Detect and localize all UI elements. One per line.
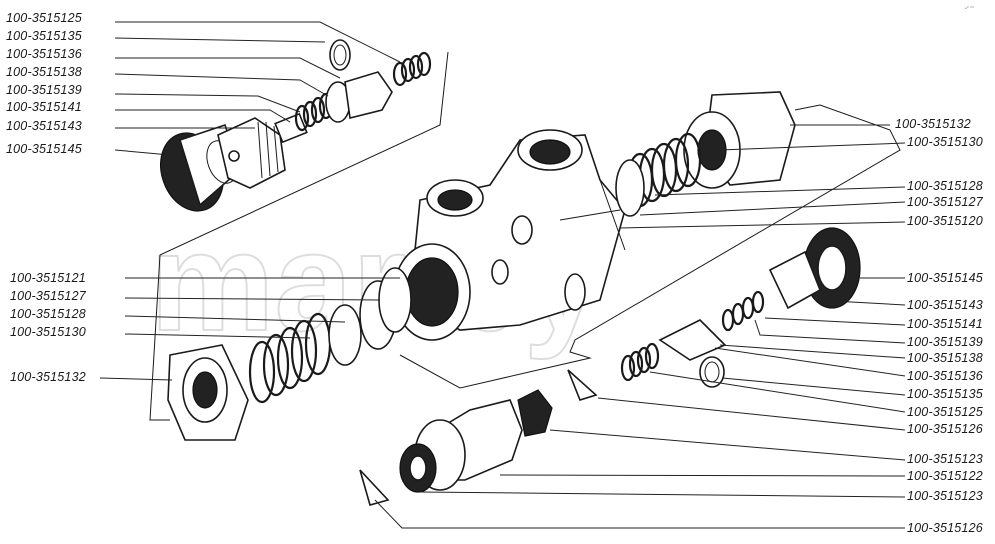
part-label: 100-3515143 — [6, 119, 82, 133]
corner-note: •° °° — [965, 6, 974, 12]
part-label: 100-3515135 — [907, 387, 983, 401]
part-label: 100-3515132 — [10, 370, 86, 384]
part-label: 100-3515121 — [10, 271, 86, 285]
upper-right-cap-group — [615, 91, 796, 217]
part-label: 100-3515126 — [907, 521, 983, 535]
part-label: 100-3515145 — [907, 271, 983, 285]
part-label: 100-3515125 — [6, 11, 82, 25]
part-label: 100-3515130 — [10, 325, 86, 339]
upper-left-valve-group — [160, 39, 432, 212]
labels-left-top: 100-3515125 100-3515135 100-3515136 100-… — [6, 11, 82, 156]
part-label: 100-3515138 — [907, 351, 983, 365]
housing-143-right — [768, 250, 822, 310]
spring-139-right — [721, 290, 765, 332]
lower-left-cap-group — [167, 267, 412, 441]
part-label: 100-3515145 — [6, 142, 82, 156]
part-label: 100-3515143 — [907, 298, 983, 312]
part-label: 100-3515120 — [907, 214, 983, 228]
part-label: 100-3515126 — [907, 422, 983, 436]
part-label: 100-3515128 — [907, 179, 983, 193]
labels-right: 100-3515132 100-3515130 100-3515128 100-… — [895, 117, 984, 535]
clip-126-lower — [359, 469, 390, 506]
part-label: 100-3515122 — [907, 469, 983, 483]
nut-123 — [517, 389, 553, 437]
ring-135-upper — [329, 39, 351, 71]
clip-126-upper — [567, 369, 598, 401]
lower-plug-group — [359, 369, 598, 506]
part-label: 100-3515139 — [6, 83, 82, 97]
spring-139-upper — [294, 92, 334, 132]
part-label: 100-3515135 — [6, 29, 82, 43]
part-label: 100-3515127 — [907, 195, 984, 209]
ring-128-upper — [615, 159, 645, 217]
assembly-frame — [149, 51, 901, 421]
spring-125-right — [620, 342, 660, 382]
right-valve-group — [620, 227, 861, 388]
rod-141-upper — [274, 112, 308, 144]
part-label: 100-3515138 — [6, 65, 82, 79]
part-label: 100-3515132 — [895, 117, 971, 131]
body-136-right — [658, 319, 727, 361]
part-label: 100-3515123 — [907, 452, 983, 466]
part-label: 100-3515141 — [907, 317, 983, 331]
part-label: 100-3515141 — [6, 100, 82, 114]
body-136-upper — [344, 71, 393, 119]
part-label: 100-3515136 — [6, 47, 82, 61]
part-label: 100-3515130 — [907, 135, 983, 149]
labels-left-bottom: 100-3515121 100-3515127 100-3515128 100-… — [10, 271, 87, 384]
leader-lines — [99, 21, 906, 529]
part-label: 100-3515136 — [907, 369, 983, 383]
part-label: 100-3515125 — [907, 405, 983, 419]
ring-135-right — [699, 356, 725, 388]
part-label: 100-3515123 — [907, 489, 983, 503]
ring-128-lower — [328, 304, 362, 366]
part-label: 100-3515127 — [10, 289, 87, 303]
spring-125-upper — [392, 51, 432, 87]
housing-143-upper — [217, 117, 286, 189]
part-label: 100-3515139 — [907, 335, 983, 349]
part-label: 100-3515128 — [10, 307, 86, 321]
